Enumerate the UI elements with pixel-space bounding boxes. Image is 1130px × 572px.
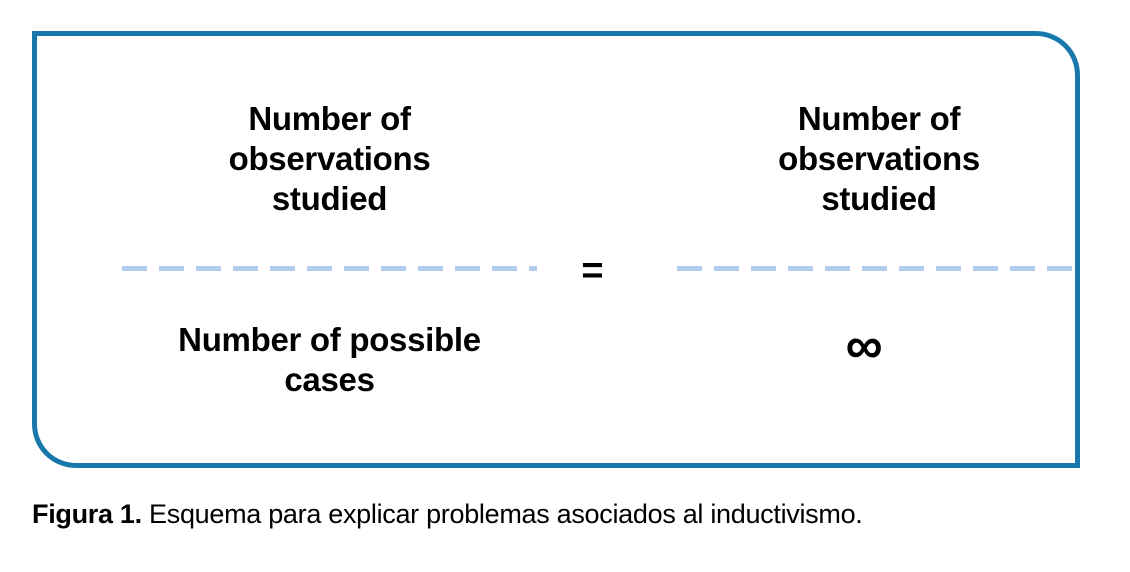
left-fraction-bar <box>122 266 537 271</box>
left-fraction-denominator: Number of possible cases <box>178 321 481 398</box>
right-fraction-numerator: Number of observations studied <box>778 100 980 217</box>
equals-sign: = <box>581 250 604 292</box>
figure-caption: Figura 1. Esquema para explicar problema… <box>32 497 1102 531</box>
infinity-symbol: ∞ <box>845 317 883 375</box>
left-fraction-numerator: Number of observations studied <box>228 100 431 217</box>
diagram-box: Number of observations studied Number of… <box>32 31 1082 468</box>
caption-text: Esquema para explicar problemas asociado… <box>141 499 863 529</box>
caption-label: Figura 1. <box>32 499 142 529</box>
right-fraction-bar <box>677 266 1082 271</box>
